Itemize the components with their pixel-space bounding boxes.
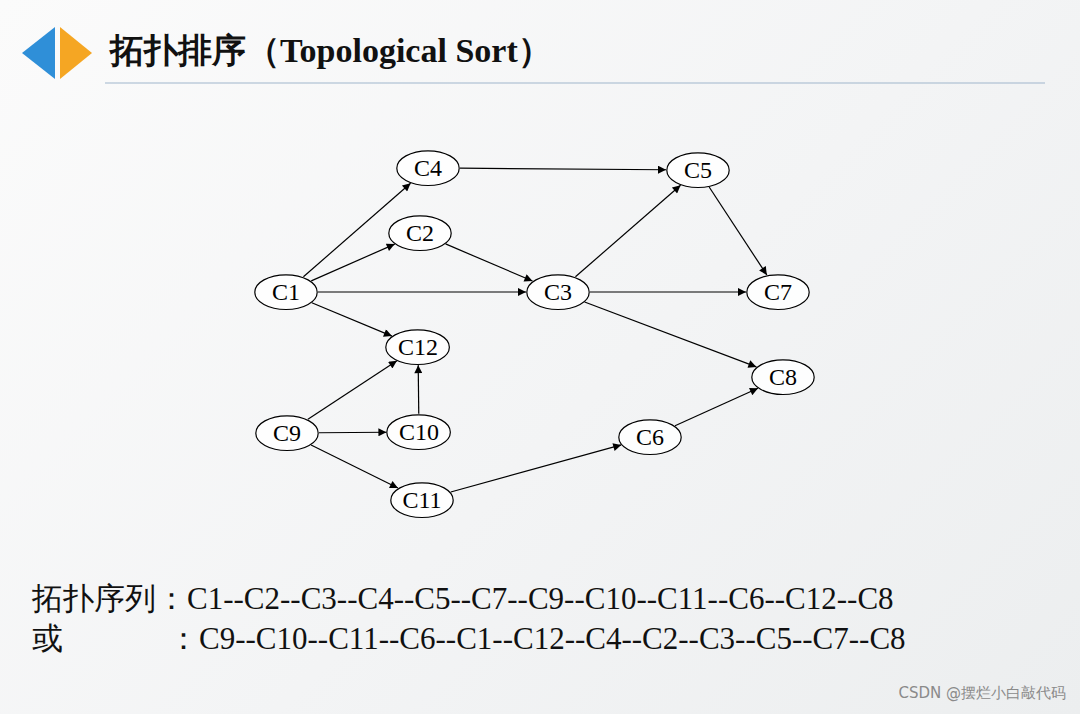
graph-node: C12 <box>385 329 450 365</box>
node-outline <box>255 275 317 310</box>
dependency-arrow <box>709 187 767 275</box>
node-label: C8 <box>769 365 797 389</box>
graph-node: C4 <box>396 150 460 186</box>
dependency-arrow <box>312 303 392 336</box>
dependency-arrow <box>308 361 397 419</box>
graph-node: C6 <box>618 419 682 455</box>
node-label: C3 <box>544 280 572 304</box>
node-label: C9 <box>273 421 301 445</box>
graph-node: C5 <box>666 152 730 188</box>
graph-node: C2 <box>388 215 452 251</box>
dependency-arrow <box>318 291 526 292</box>
dependency-arrow <box>575 185 680 277</box>
node-outline <box>256 416 318 451</box>
dependency-arrow <box>311 445 398 488</box>
graph-node: C11 <box>390 482 454 518</box>
node-outline <box>397 151 459 186</box>
node-label: C5 <box>684 158 712 182</box>
node-label: C11 <box>402 488 441 512</box>
dependency-arrow <box>311 244 394 281</box>
dependency-arrow <box>319 432 386 434</box>
graph-node: C1 <box>254 274 318 310</box>
node-outline <box>391 483 453 518</box>
dependency-arrow <box>446 244 533 281</box>
sequence-text: ：C9--C10--C11--C6--C1--C12--C4--C2--C3--… <box>168 620 906 657</box>
graph-node: C7 <box>746 274 810 310</box>
node-label: C12 <box>398 335 438 359</box>
dependency-arrow <box>460 168 666 170</box>
graph-node: C10 <box>386 414 451 450</box>
graph-node: C9 <box>255 415 319 451</box>
dependency-arrow <box>590 291 746 292</box>
dependency-arrow <box>418 365 420 414</box>
dependency-arrow <box>585 302 757 367</box>
dependency-arrow <box>451 445 621 492</box>
slide-title: 拓扑排序（Topological Sort） <box>110 32 552 69</box>
blue-triangle-icon <box>22 27 55 79</box>
node-outline <box>387 415 451 450</box>
node-label: C7 <box>764 280 792 304</box>
node-outline <box>389 216 451 251</box>
watermark: CSDN @摆烂小白敲代码 <box>898 684 1066 702</box>
dependency-arrow <box>675 388 758 425</box>
orange-triangle-icon <box>60 27 92 79</box>
node-outline <box>667 153 729 188</box>
header-rule <box>105 82 1045 83</box>
node-label: C10 <box>399 420 439 444</box>
node-outline <box>386 330 450 365</box>
node-label: C1 <box>272 280 300 304</box>
node-outline <box>752 360 814 395</box>
node-outline <box>619 420 681 455</box>
sequence-text: 拓扑序列：C1--C2--C3--C4--C5--C7--C9--C10--C1… <box>32 580 894 617</box>
graph-node: C8 <box>751 359 815 395</box>
node-label: C2 <box>406 221 434 245</box>
node-outline <box>527 275 589 310</box>
node-label: C6 <box>636 425 664 449</box>
sequence-text: 或 <box>32 620 63 657</box>
graph-node: C3 <box>526 274 590 310</box>
node-label: C4 <box>414 156 442 180</box>
node-outline <box>747 275 809 310</box>
